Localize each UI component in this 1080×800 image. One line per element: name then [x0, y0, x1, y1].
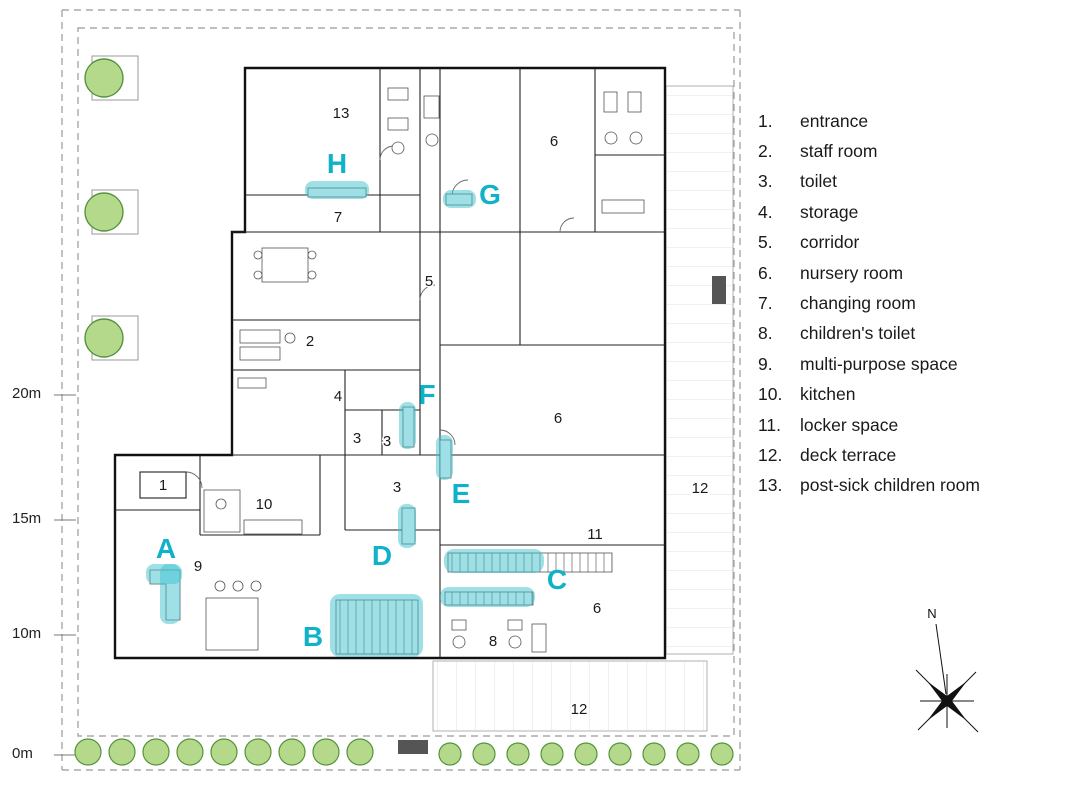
scale-label-15m: 15m	[12, 510, 42, 527]
marker-letter-g: G	[479, 179, 501, 210]
legend-label: changing room	[800, 293, 916, 314]
compass-icon: N	[915, 606, 979, 733]
legend-number: 5.	[758, 232, 773, 253]
legend-item: 6. nursery room	[758, 258, 980, 288]
ground-grate-icon	[398, 740, 428, 754]
marker-letter-c: C	[547, 564, 567, 595]
legend-item: 2. staff room	[758, 136, 980, 166]
room-numbers: 13 6 7 5 2 4 3 3 3 6 12 1 10 11 9 6 8 12	[157, 104, 710, 720]
legend-label: staff room	[800, 141, 878, 162]
highlight-d	[398, 504, 416, 548]
highlight-zones	[146, 181, 544, 657]
room-label-3: 3	[393, 479, 401, 496]
legend-item: 12. deck terrace	[758, 440, 980, 470]
legend-number: 8.	[758, 323, 773, 344]
legend-label: deck terrace	[800, 444, 897, 465]
legend-number: 1.	[758, 110, 773, 131]
room-label-12: 12	[692, 480, 709, 497]
tree-icon	[84, 192, 124, 232]
marker-letter-f: F	[418, 379, 435, 410]
legend-label: storage	[800, 201, 859, 222]
room-label-11: 11	[587, 526, 603, 543]
legend-number: 12.	[758, 444, 783, 465]
tree-icon	[84, 58, 124, 98]
scale-label-0m: 0m	[12, 745, 33, 762]
trees	[74, 55, 734, 766]
legend-item: 11. locker space	[758, 410, 980, 440]
deck-terrace-areas	[398, 85, 734, 754]
room-legend: 1. entrance 2. staff room 3. toilet 4. stora…	[758, 106, 980, 501]
legend-label: multi-purpose space	[800, 353, 958, 374]
legend-number: 11.	[758, 414, 782, 435]
room-label-13: 13	[333, 105, 350, 122]
scale-label-10m: 10m	[12, 625, 42, 642]
legend-number: 4.	[758, 201, 773, 222]
legend-item: 1. entrance	[758, 106, 980, 136]
legend-label: entrance	[800, 110, 869, 131]
marker-letter-d: D	[372, 540, 392, 571]
scale-ticks	[54, 394, 76, 756]
legend-label: kitchen	[800, 384, 856, 405]
site-boundary	[61, 9, 741, 771]
room-label-12: 12	[571, 701, 588, 718]
highlight-h	[305, 181, 369, 199]
room-label-5: 5	[425, 273, 433, 290]
legend-number: 3.	[758, 171, 773, 192]
room-label-7: 7	[334, 209, 342, 226]
room-label-8: 8	[489, 633, 497, 650]
room-label-6: 6	[554, 410, 562, 427]
room-label-2: 2	[306, 333, 314, 350]
room-label-3: 3	[353, 430, 361, 447]
room-label-4: 4	[334, 388, 342, 405]
legend-number: 6.	[758, 262, 773, 283]
legend-label: corridor	[800, 232, 860, 253]
legend-item: 3. toilet	[758, 167, 980, 197]
legend-item: 10. kitchen	[758, 380, 980, 410]
legend-number: 13.	[758, 475, 783, 496]
compass-star	[927, 681, 967, 721]
marker-letters: A B C D E F G H	[156, 148, 567, 652]
legend-number: 10.	[758, 384, 783, 405]
entrance-box	[139, 471, 187, 499]
legend-item: 5. corridor	[758, 228, 980, 258]
legend-item: 8. children's toilet	[758, 319, 980, 349]
legend-label: locker space	[800, 414, 899, 435]
marker-letter-h: H	[327, 148, 347, 179]
marker-letter-a: A	[156, 533, 176, 564]
legend-label: children's toilet	[800, 323, 916, 344]
legend-number: 2.	[758, 141, 773, 162]
scale-label-20m: 20m	[12, 385, 42, 402]
highlight-g	[443, 190, 476, 208]
room-label-6: 6	[550, 133, 558, 150]
highlight-e	[436, 435, 453, 480]
legend-item: 4. storage	[758, 197, 980, 227]
legend-label: post-sick children room	[800, 475, 980, 496]
marker-letter-e: E	[452, 478, 471, 509]
bottom-trees	[74, 738, 734, 766]
room-label-3: 3	[383, 433, 391, 450]
tree-icon	[84, 318, 124, 358]
vent-grate-icon	[712, 276, 726, 304]
legend-label: toilet	[800, 171, 837, 192]
room-label-10: 10	[256, 496, 273, 513]
room-label-9: 9	[194, 558, 202, 575]
left-trees	[84, 58, 124, 358]
highlight-f	[399, 402, 416, 449]
legend-number: 7.	[758, 293, 773, 314]
room-label-6: 6	[593, 600, 601, 617]
legend-label: nursery room	[800, 262, 904, 283]
legend-number: 9.	[758, 353, 773, 374]
highlight-c	[444, 549, 544, 573]
legend-item: 7. changing room	[758, 288, 980, 318]
highlight-c	[440, 587, 535, 607]
compass-north-label: N	[927, 606, 936, 621]
room-label-1: 1	[159, 477, 167, 494]
legend-item: 9. multi-purpose space	[758, 349, 980, 379]
marker-letter-b: B	[303, 621, 323, 652]
highlight-a	[160, 564, 180, 624]
highlight-b	[330, 594, 423, 657]
legend-item: 13. post-sick children room	[758, 471, 980, 501]
